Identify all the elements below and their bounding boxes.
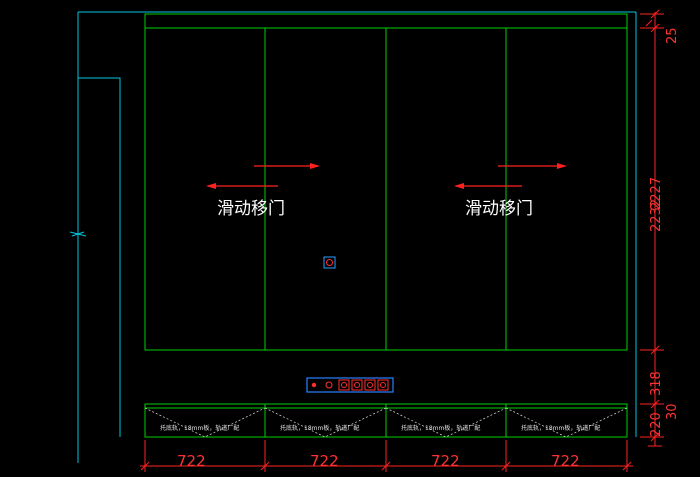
dim-bottom-4: 722 [551,452,580,470]
dim-right-220: 220 [649,412,664,437]
dim-right-25: 25 [665,27,680,44]
switch-box-icon [323,256,336,269]
dim-right-2232: 2232 [649,199,664,232]
door-label-left: 滑动移门 [217,199,285,219]
dim-right-318: 318 [649,371,664,396]
dim-bottom-1: 722 [177,452,206,470]
slide-arrows [206,163,567,189]
socket-strip-icon [306,377,394,393]
door-label-right: 滑动移门 [465,199,533,219]
wall-outline [69,11,637,463]
bottom-dimension-line [140,440,633,472]
drawer-note-2: 托底轨，18mm板，轨道厂配 [280,424,359,432]
drawer-note-3: 托底轨，18mm板，轨道厂配 [401,424,480,432]
dim-right-30: 30 [665,403,680,420]
dim-bottom-3: 722 [431,452,460,470]
drawer-note-4: 托底轨，18mm板，轨道厂配 [521,424,600,432]
drawer-note-1: 托底轨，18mm板，轨道厂配 [160,424,239,432]
right-dimension-line [640,9,664,447]
dim-right-2227: 2227 [649,177,664,210]
dim-bottom-2: 722 [310,452,339,470]
